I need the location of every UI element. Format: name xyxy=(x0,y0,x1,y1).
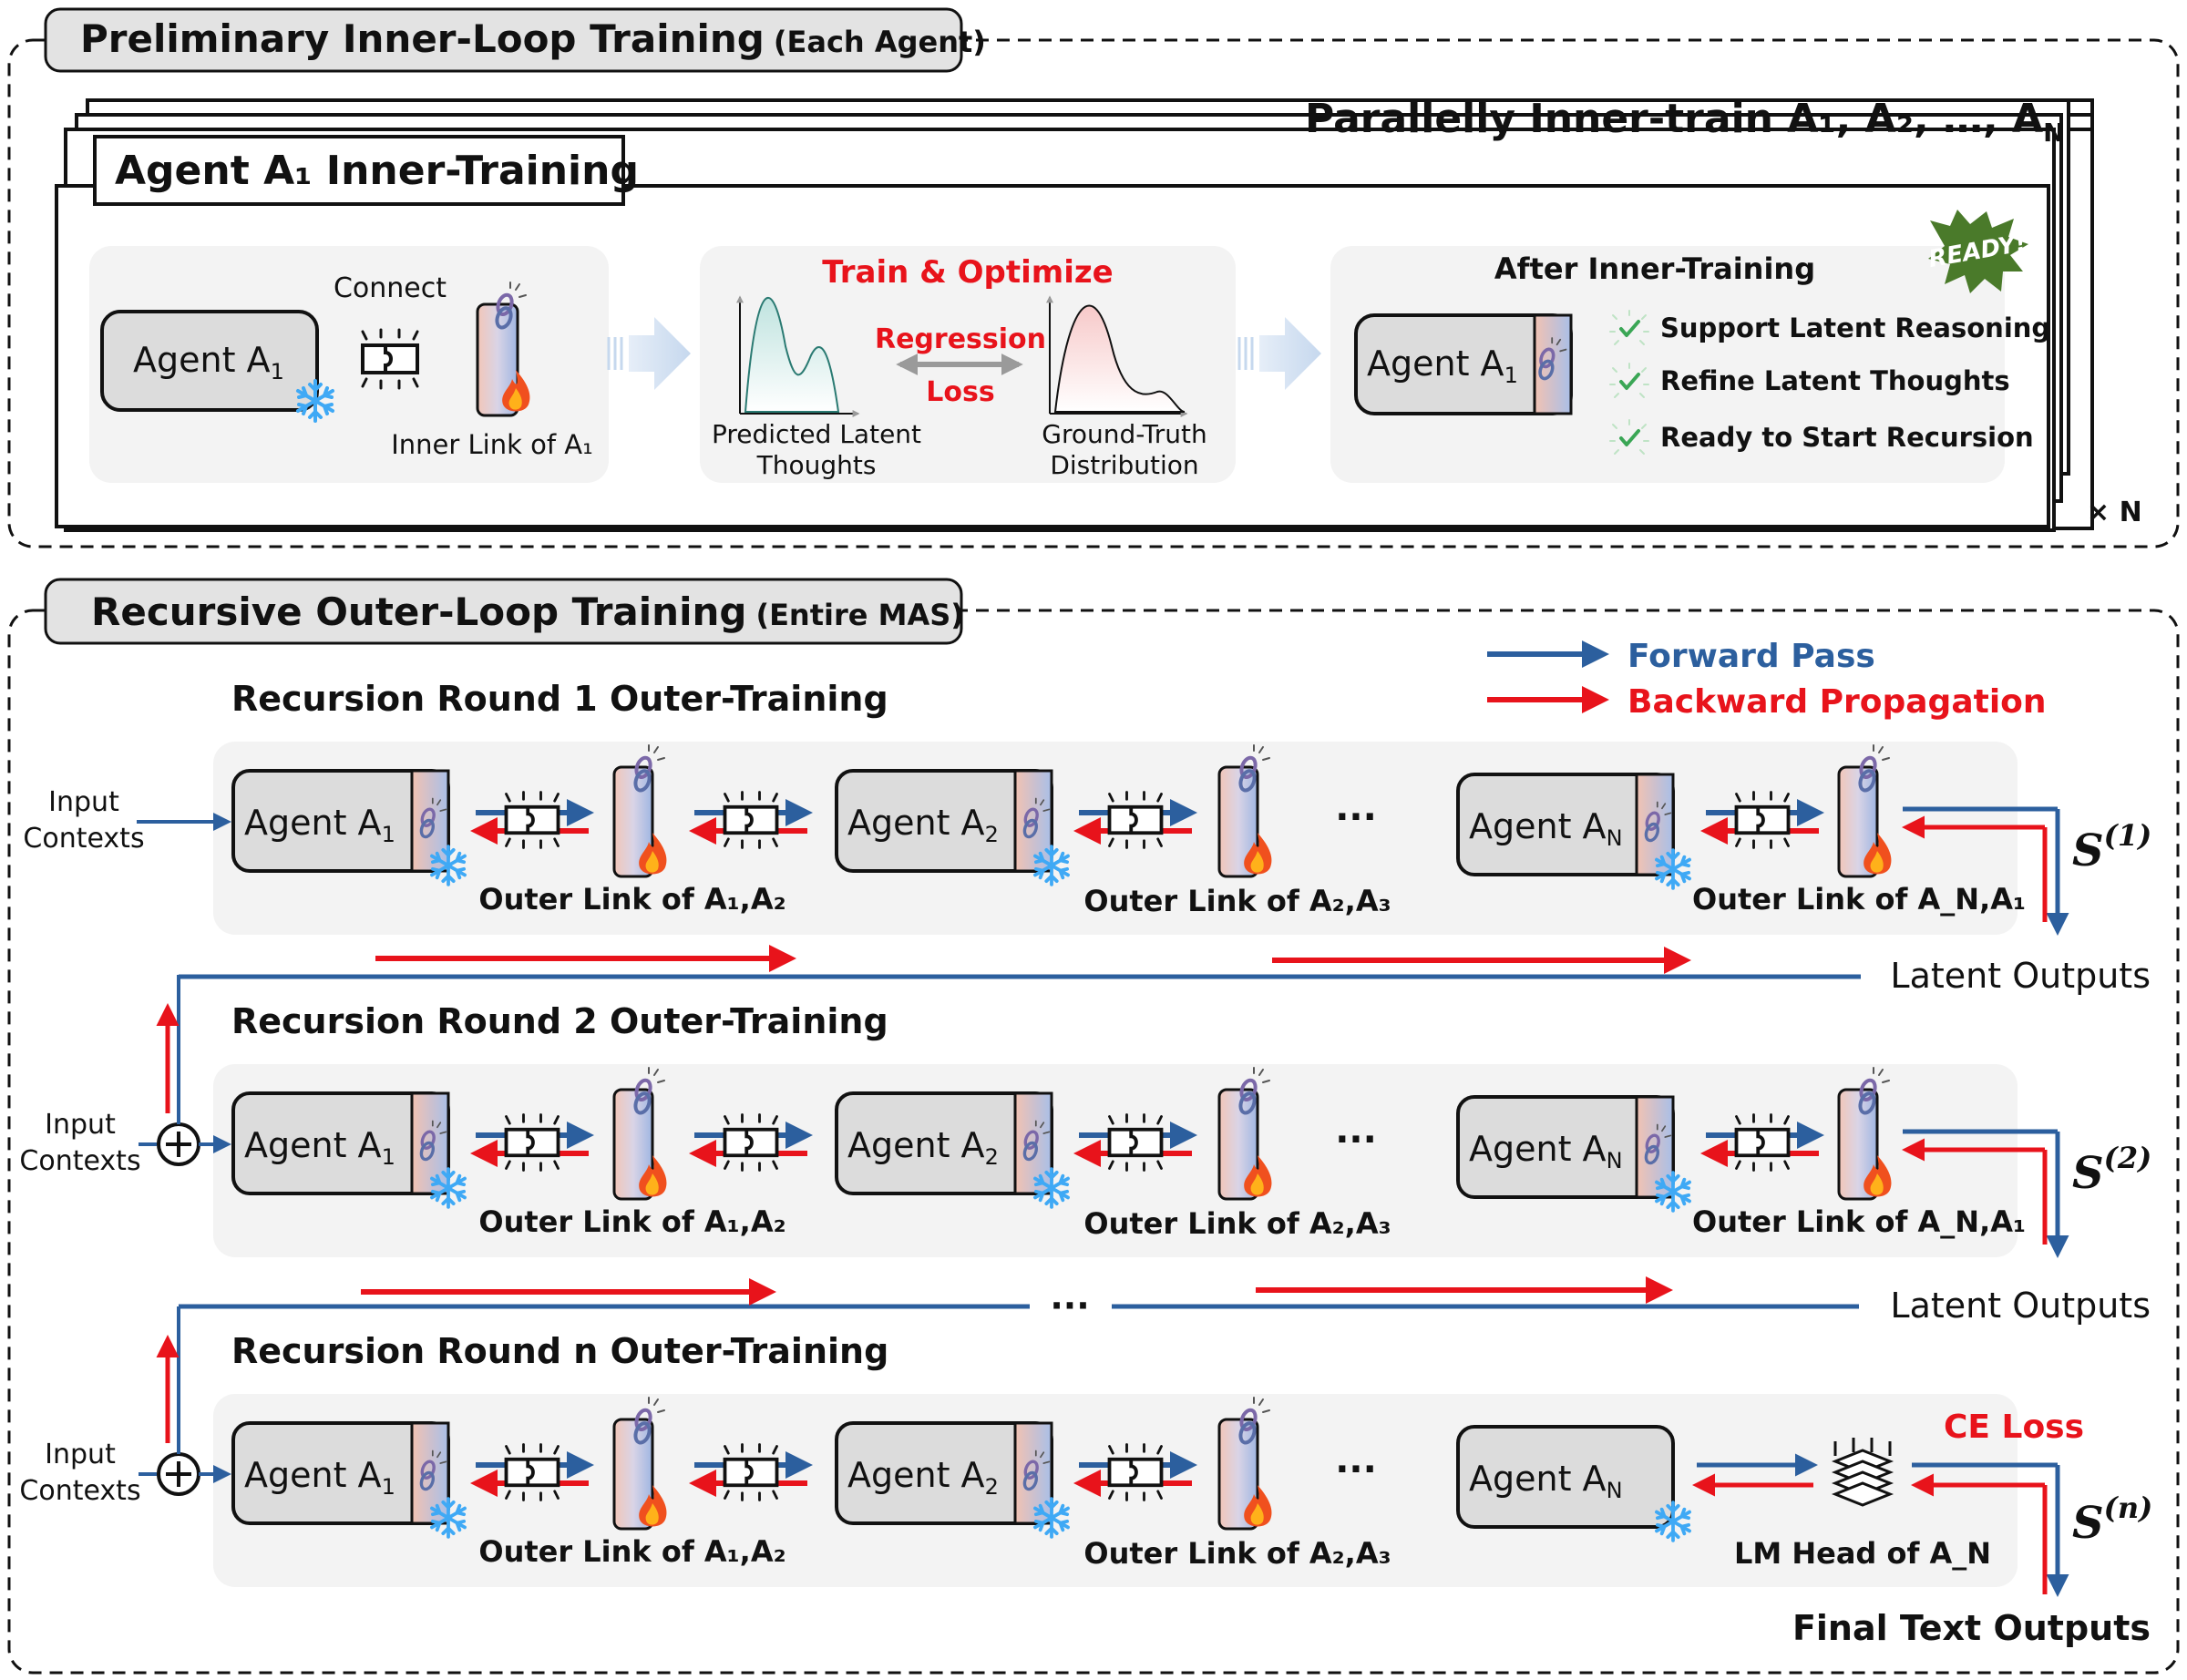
agent-box-aN: Agent AN xyxy=(1456,1425,1691,1542)
predicted-label-1: Predicted Latent xyxy=(712,419,921,449)
ellipsis: ··· xyxy=(1335,1449,1377,1490)
link-label: Outer Link of A_N,A₁ xyxy=(1692,1204,2026,1239)
round-title: Recursion Round n Outer-Training xyxy=(231,1331,888,1371)
card-title: Agent A₁ Inner-Training xyxy=(115,148,639,194)
agent-box-a2: Agent A2 xyxy=(835,769,1070,886)
inner-loop-panel xyxy=(7,38,2180,548)
trained-agent-label: Agent A1 xyxy=(1367,343,1518,388)
check-item: Refine Latent Thoughts xyxy=(1660,365,2010,396)
link-label: Outer Link of A₂,A₃ xyxy=(1083,1206,1391,1241)
agent-label: Agent AN xyxy=(1469,806,1623,851)
legend-forward: Forward Pass xyxy=(1627,638,1875,675)
arrow-to-optimize xyxy=(607,317,691,390)
outer-link-bar xyxy=(1217,1418,1259,1531)
agent-a1-box xyxy=(100,310,319,412)
agent-box-a1: Agent A1 xyxy=(231,1091,467,1209)
agent-label: Agent AN xyxy=(1469,1129,1623,1173)
parallel-label: Parallelly Inner-train A₁, A₂, …, AN xyxy=(1305,96,2065,148)
link-label: Outer Link of A₁,A₂ xyxy=(478,882,785,917)
ready-badge: READY! xyxy=(1926,210,2028,293)
agent-box-aN: Agent AN xyxy=(1456,1095,1691,1213)
mid-ellipsis: ··· xyxy=(1050,1286,1089,1326)
agent-label: Agent A2 xyxy=(847,1125,999,1170)
input-label-1: Input xyxy=(48,786,119,818)
check-item: Ready to Start Recursion xyxy=(1660,422,2034,453)
agent-a1-label: Agent A1 xyxy=(133,340,284,384)
train-optimize-label: Train & Optimize xyxy=(822,254,1113,291)
inner-loop-header xyxy=(44,7,963,73)
ellipsis: ··· xyxy=(1335,1119,1377,1161)
outer-loop-header xyxy=(44,578,963,645)
legend-backward: Backward Propagation xyxy=(1627,683,2047,721)
inner-panel-after xyxy=(1330,246,2005,483)
agent-label: Agent A2 xyxy=(847,803,999,847)
input-label-2: Contexts xyxy=(19,1145,140,1177)
ground-truth-label-1: Ground-Truth xyxy=(1042,419,1207,449)
link-label: Outer Link of A₂,A₃ xyxy=(1083,884,1391,918)
input-label-2: Contexts xyxy=(19,1475,140,1507)
link-label: Outer Link of A₂,A₃ xyxy=(1083,1536,1391,1571)
inner-loop-title: Preliminary Inner-Loop Training(Each Age… xyxy=(80,16,986,61)
agent-label: Agent A1 xyxy=(244,1455,395,1500)
outer-link-bar xyxy=(1217,765,1259,878)
agent-box-a2: Agent A2 xyxy=(835,1421,1070,1539)
output-label: Latent Outputs xyxy=(1890,956,2151,996)
round-title: Recursion Round 2 Outer-Training xyxy=(231,1001,888,1041)
input-label-1: Input xyxy=(45,1439,116,1470)
link-label: Outer Link of A_N,A₁ xyxy=(1692,882,2026,917)
agent-label: Agent A1 xyxy=(244,803,395,847)
link-label: Outer Link of A₁,A₂ xyxy=(478,1534,785,1569)
arrow-to-after xyxy=(1237,317,1321,390)
outer-link-bar xyxy=(612,765,654,878)
agent-box-a2: Agent A2 xyxy=(835,1091,1070,1209)
inner-link-label: Inner Link of A₁ xyxy=(391,429,593,460)
round-title: Recursion Round 1 Outer-Training xyxy=(231,679,888,719)
ce-loss-label: CE Loss xyxy=(1944,1409,2084,1446)
input-label-1: Input xyxy=(45,1109,116,1141)
input-label-2: Contexts xyxy=(23,823,144,855)
agent-label: Agent A2 xyxy=(847,1455,999,1500)
agent-box-a1: Agent A1 xyxy=(231,1421,467,1539)
agent-label: Agent A1 xyxy=(244,1125,395,1170)
s-label: S(2) xyxy=(2072,1141,2151,1199)
s-label: S(1) xyxy=(2072,818,2151,876)
agent-label: Agent AN xyxy=(1469,1459,1623,1503)
times-n: × N xyxy=(2087,497,2142,528)
agent-box-aN: Agent AN xyxy=(1456,773,1691,890)
output-label: Latent Outputs xyxy=(1890,1286,2151,1326)
ground-truth-curve xyxy=(1053,304,1186,413)
s-label: S(n) xyxy=(2072,1490,2152,1549)
link-label: Outer Link of A₁,A₂ xyxy=(478,1204,785,1239)
ground-truth-label-2: Distribution xyxy=(1050,450,1198,480)
loss-label: Loss xyxy=(926,376,994,408)
card-title-tab xyxy=(93,135,625,206)
outer-loop-panel xyxy=(7,609,2180,1675)
outer-link-bar xyxy=(612,1088,654,1201)
predicted-label-2: Thoughts xyxy=(756,450,877,480)
predicted-curve xyxy=(744,296,840,413)
after-title: After Inner-Training xyxy=(1494,251,1815,286)
regression-label: Regression xyxy=(875,323,1046,355)
outer-loop-title: Recursive Outer-Loop Training(Entire MAS… xyxy=(91,589,964,634)
lm-head-icon xyxy=(1831,1438,1894,1507)
check-item: Support Latent Reasoning xyxy=(1660,312,2050,343)
outer-link-bar xyxy=(612,1418,654,1531)
outer-link-bar xyxy=(1837,765,1879,878)
outer-link-bar xyxy=(1837,1088,1879,1201)
ellipsis: ··· xyxy=(1335,796,1377,838)
connect-label: Connect xyxy=(334,272,447,304)
lm-head-label: LM Head of A_N xyxy=(1734,1536,1991,1571)
inner-panel-connect xyxy=(89,246,609,483)
outer-link-bar xyxy=(1217,1088,1259,1201)
output-label: Final Text Outputs xyxy=(1792,1608,2151,1648)
agent-box-a1: Agent A1 xyxy=(231,769,467,886)
